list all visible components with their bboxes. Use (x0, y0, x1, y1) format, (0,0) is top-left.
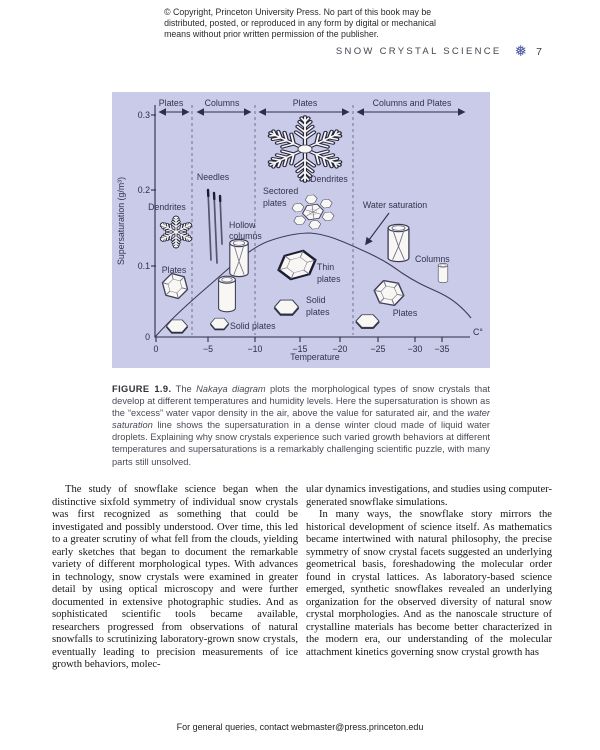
solid-plate-crystal-bottom-1 (167, 320, 188, 333)
label-sectored-plates-1: Sectored (263, 186, 298, 196)
x-tick-label: −15 (293, 344, 308, 354)
x-tick-label: −30 (408, 344, 423, 354)
hollow-column-crystal (230, 239, 248, 276)
solid-column-crystal (218, 275, 236, 313)
caption-text: The (171, 384, 197, 394)
figure-caption-label: FIGURE 1.9. (112, 384, 172, 394)
label-water-saturation: Water saturation (363, 200, 427, 210)
label-solid-plates-mid-1: Solid (306, 295, 326, 305)
figure-caption: FIGURE 1.9. The Nakaya diagram plots the… (112, 383, 490, 468)
solid-plate-crystal-middle (275, 300, 299, 315)
y-axis-label: Supersaturation (g/m³) (116, 177, 126, 265)
label-thin-plates-2: plates (317, 274, 341, 284)
y-tick-label: 0 (145, 332, 150, 342)
body-paragraph: The study of snowflake science began whe… (52, 484, 298, 670)
label-sectored-plates-2: plates (263, 198, 287, 208)
page-number: 7 (536, 45, 542, 58)
copyright-line: means without prior written permission o… (164, 29, 379, 39)
footer-contact: For general queries, contact webmaster@p… (176, 722, 424, 732)
nakaya-diagram-svg: Plates Columns Plates Columns and Plates… (116, 98, 483, 362)
label-thin-plates-1: Thin (317, 262, 334, 272)
needle-crystals (206, 188, 223, 264)
label-hollow-columns-2: columns (229, 231, 262, 241)
label-needles: Needles (197, 172, 230, 182)
region-label-columns: Columns (205, 98, 240, 108)
body-column-left: The study of snowflake science began whe… (52, 484, 298, 672)
label-columns-right: Columns (415, 254, 450, 264)
region-label-columns-and-plates: Columns and Plates (373, 98, 452, 108)
label-solid-plates-bottom: Solid plates (230, 321, 276, 331)
caption-text: line shows the supersaturation in a dens… (112, 420, 490, 467)
label-plates-right: Plates (393, 308, 418, 318)
running-header: SNOW CRYSTAL SCIENCE ❅ 7 (0, 44, 542, 59)
region-label-plates-1: Plates (159, 98, 184, 108)
hollow-column-crystal-right (388, 224, 409, 261)
y-tick-label: 0.3 (138, 110, 150, 120)
water-saturation-arrow (365, 212, 390, 246)
caption-italic-water-saturation: water saturation (112, 408, 490, 431)
caption-italic-nakaya: Nakaya diagram (196, 384, 266, 394)
x-axis-unit: C° (473, 327, 483, 337)
label-solid-plates-mid-2: plates (306, 307, 330, 317)
label-hollow-columns-1: Hollow (229, 220, 256, 230)
dendrite-crystal-large (266, 117, 344, 181)
snowflake-icon: ❅ (514, 42, 528, 60)
body-paragraph: In many ways, the snowflake story mirror… (306, 509, 552, 658)
body-column-right: ular dynamics investigations, and studie… (306, 484, 552, 659)
small-column-crystal-right (437, 262, 449, 284)
label-dendrites-left: Dendrites (148, 202, 186, 212)
solid-plate-crystal-bottom-2 (211, 318, 229, 330)
sectored-plate-crystal (289, 192, 337, 232)
x-tick-label: −20 (333, 344, 348, 354)
x-tick-label: 0 (154, 344, 159, 354)
dendrite-crystal-small (160, 217, 193, 247)
label-dendrites-center: Dendrites (310, 174, 348, 184)
thin-plate-crystal (274, 247, 320, 283)
plate-crystal-left (160, 272, 191, 300)
plate-crystal-right (372, 279, 405, 306)
x-tick-label: −35 (435, 344, 450, 354)
body-paragraph: ular dynamics investigations, and studie… (306, 484, 552, 508)
x-tick-label: −25 (371, 344, 386, 354)
label-plates-left: Plates (162, 265, 187, 275)
y-tick-label: 0.1 (138, 261, 150, 271)
x-axis-label: Temperature (290, 352, 339, 362)
copyright-line: © Copyright, Princeton University Press.… (164, 7, 432, 17)
copyright-line: distributed, posted, or reproduced in an… (164, 18, 436, 28)
axes (154, 105, 470, 338)
nakaya-diagram-figure: Plates Columns Plates Columns and Plates… (112, 92, 490, 368)
copyright-notice: © Copyright, Princeton University Press.… (0, 7, 600, 42)
solid-plate-crystal-right (356, 315, 379, 329)
region-label-plates-2: Plates (293, 98, 318, 108)
x-tick-label: −10 (248, 344, 263, 354)
x-tick-label: −5 (203, 344, 213, 354)
water-saturation-curve (154, 232, 472, 338)
running-head-title: SNOW CRYSTAL SCIENCE (335, 46, 502, 57)
caption-text: plots the morphological types of snow cr… (112, 384, 490, 419)
y-tick-label: 0.2 (138, 185, 150, 195)
